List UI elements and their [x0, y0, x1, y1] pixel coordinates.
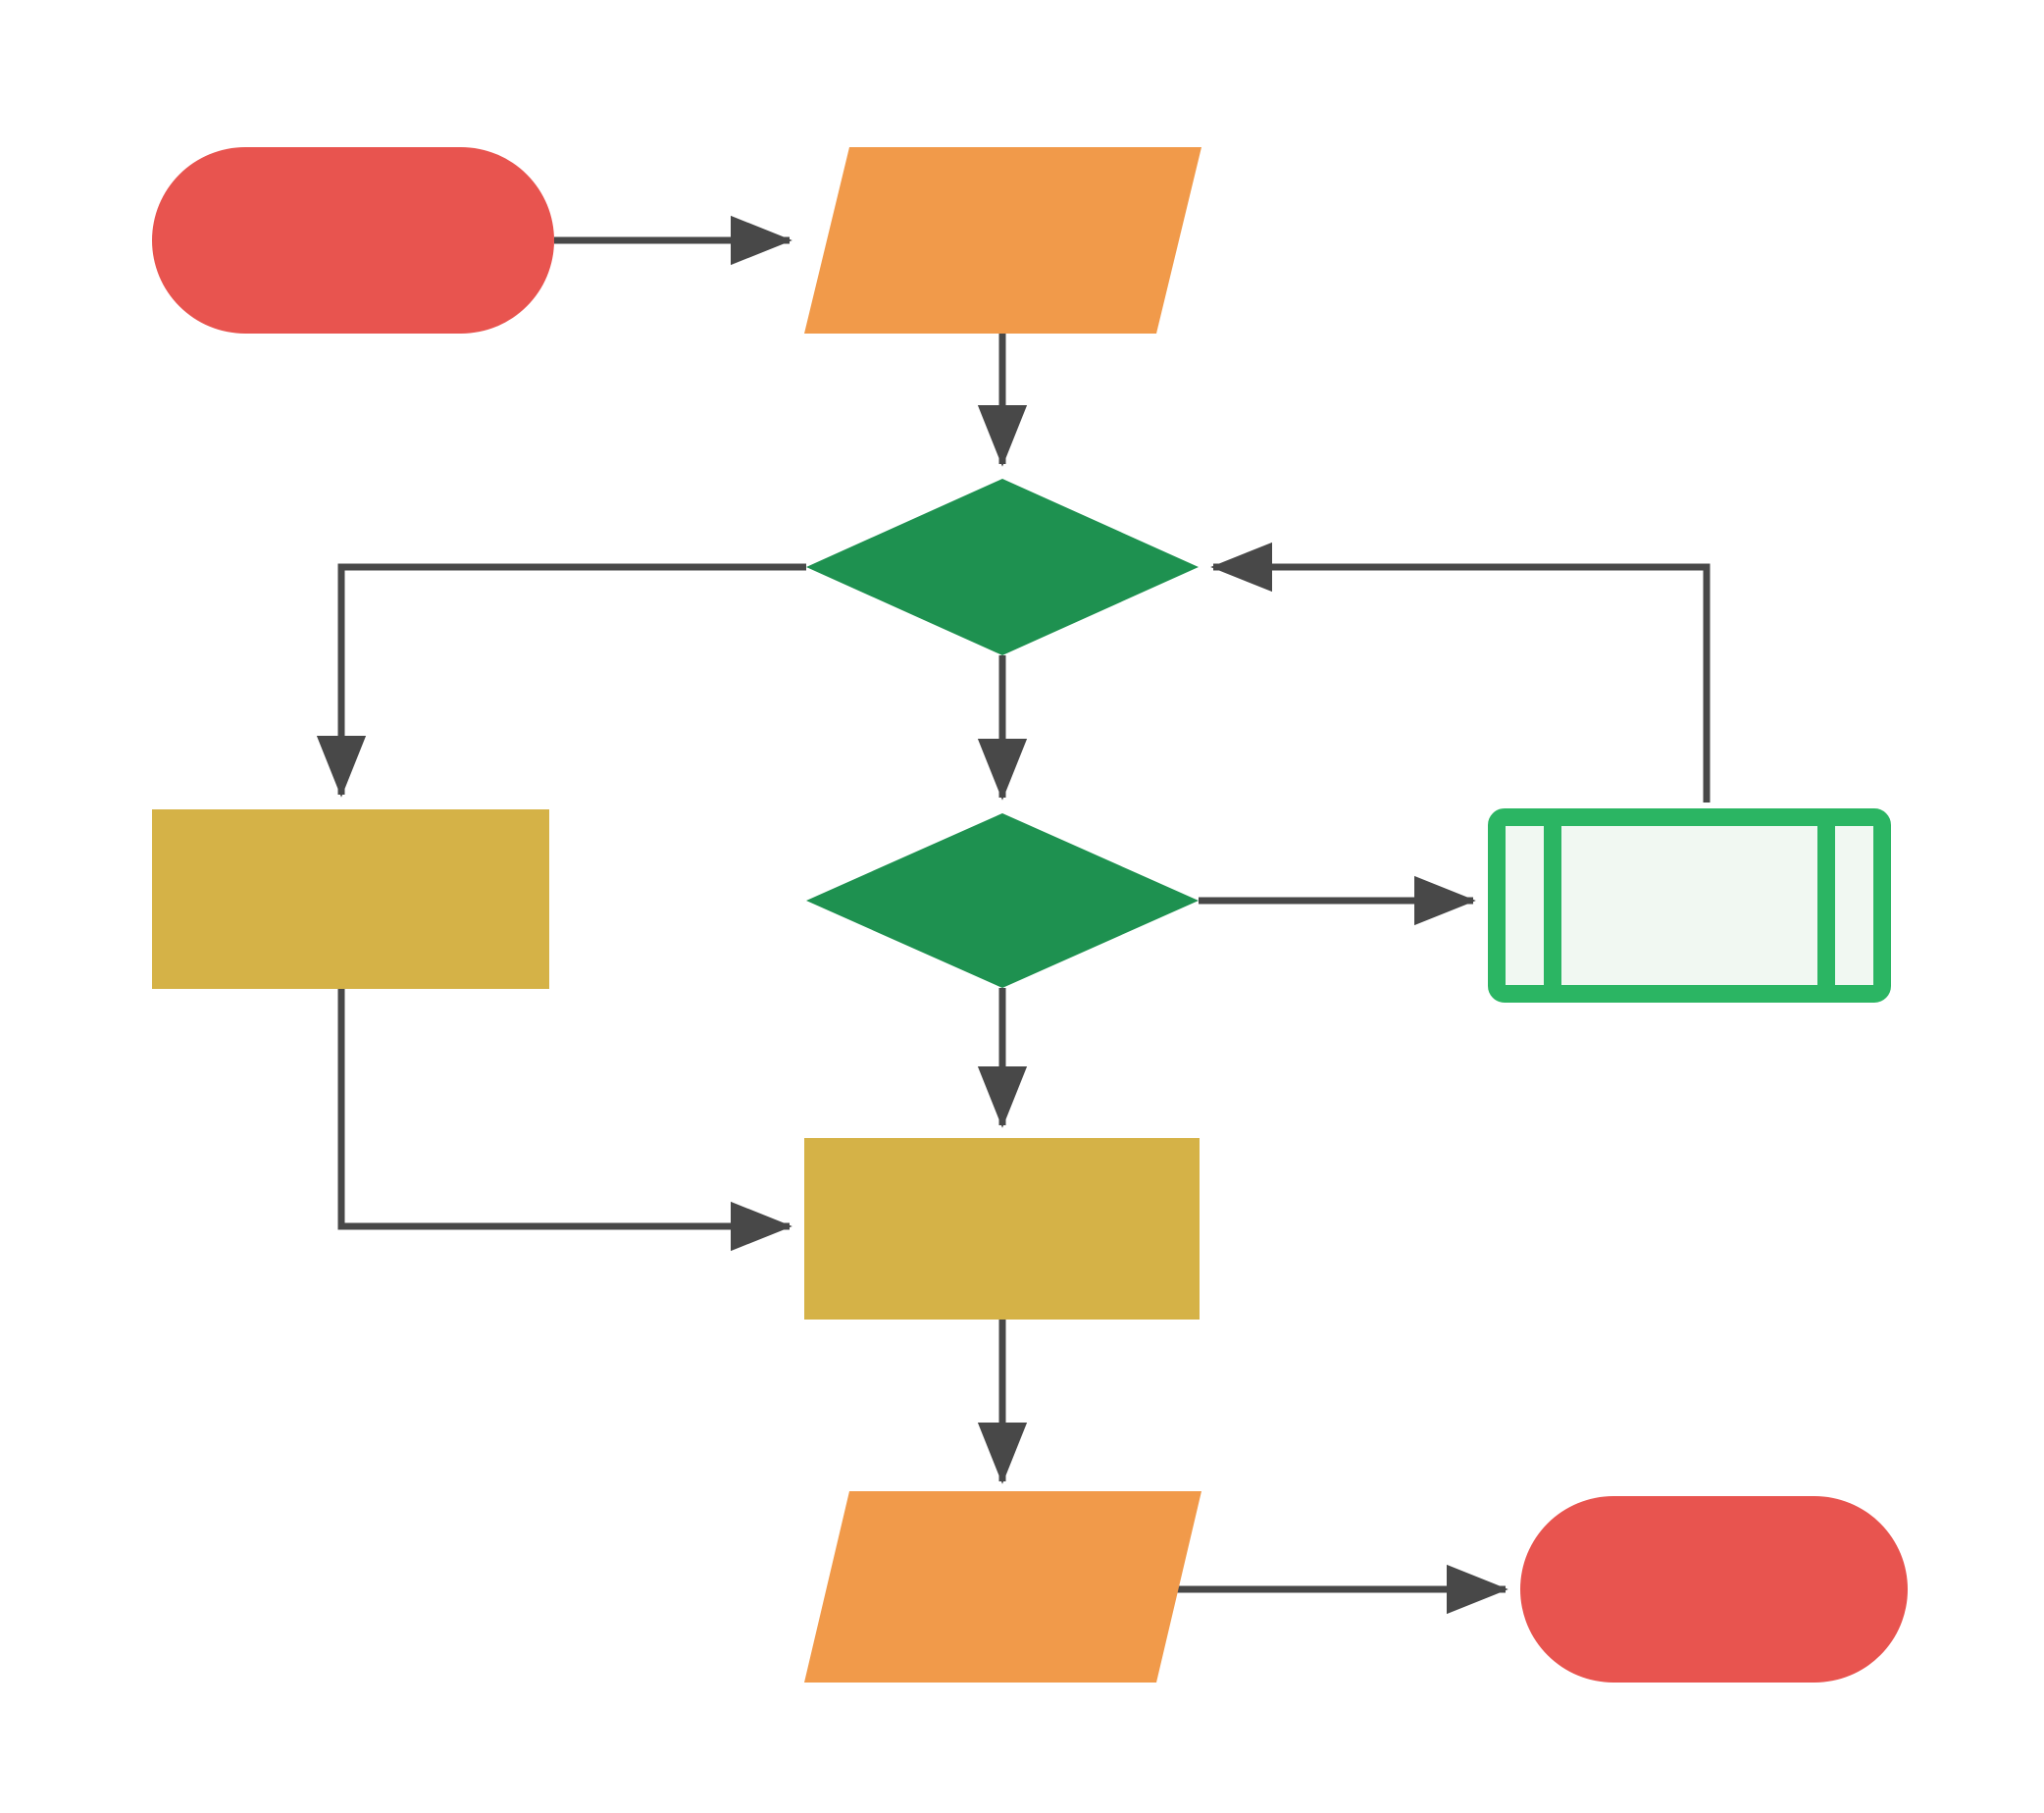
node-process-center[interactable] — [804, 1138, 1200, 1320]
node-decision-2[interactable] — [806, 813, 1199, 988]
decision-2-shape[interactable] — [806, 813, 1199, 988]
input-parallelogram-shape[interactable] — [804, 147, 1201, 334]
node-predefined-process[interactable] — [1488, 808, 1891, 1003]
edge-layer — [316, 215, 1711, 1615]
edge-process-left-to-process-center — [337, 989, 792, 1252]
output-parallelogram-shape[interactable] — [804, 1491, 1201, 1683]
node-input-parallelogram[interactable] — [804, 147, 1201, 334]
edge-decision1-to-process-left — [316, 563, 806, 798]
decision-1-shape[interactable] — [806, 479, 1199, 655]
start-terminator-shape[interactable] — [152, 147, 554, 334]
predefined-process-outer-shape[interactable] — [1488, 808, 1891, 1003]
node-output-parallelogram[interactable] — [804, 1491, 1201, 1683]
node-start-terminator[interactable] — [152, 147, 554, 334]
process-left-shape[interactable] — [152, 809, 549, 989]
process-center-shape[interactable] — [804, 1138, 1200, 1320]
node-process-left[interactable] — [152, 809, 549, 989]
edge-predefined-process-to-decision1 — [1210, 542, 1711, 803]
node-decision-1[interactable] — [806, 479, 1199, 655]
node-layer — [152, 147, 1908, 1683]
end-terminator-shape[interactable] — [1520, 1496, 1908, 1683]
node-end-terminator[interactable] — [1520, 1496, 1908, 1683]
